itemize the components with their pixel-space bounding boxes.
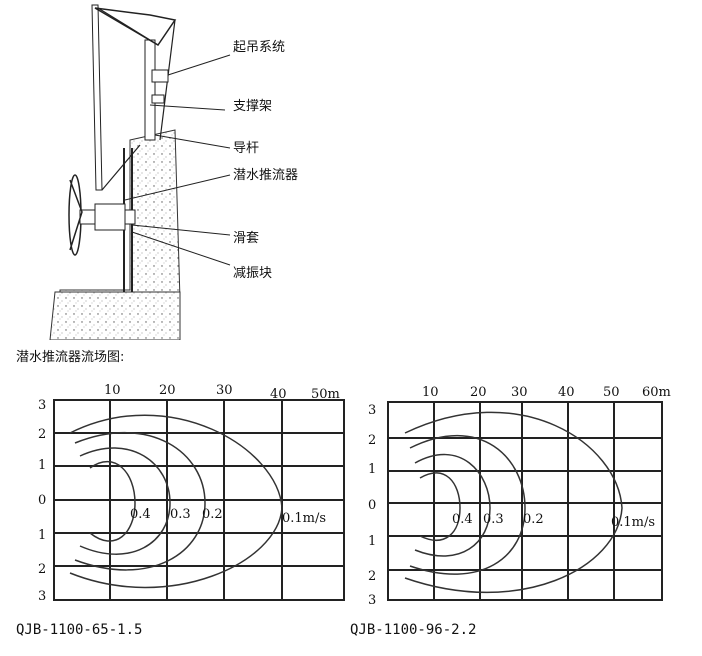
label-slide-sleeve: 滑套 — [233, 231, 260, 246]
y-tick: 1 — [38, 458, 46, 473]
label-lifting-system: 起吊系统 — [233, 40, 286, 55]
x-tick: 10 — [422, 385, 439, 400]
y-tick: 2 — [368, 569, 376, 584]
y-tick: 2 — [38, 427, 46, 442]
y-tick: 0 — [38, 493, 46, 508]
x-tick: 50m — [311, 387, 340, 402]
contour-label: 0.2 — [202, 507, 223, 522]
installation-drawing — [49, 4, 231, 340]
y-tick: 3 — [368, 593, 376, 608]
contour-label: 0.3 — [483, 512, 504, 527]
section-title: 潜水推流器流场图: — [16, 350, 125, 365]
x-tick: 10 — [104, 383, 121, 398]
y-tick: 2 — [368, 433, 376, 448]
y-tick: 3 — [38, 398, 46, 413]
label-guide-rod: 导杆 — [233, 141, 260, 156]
x-tick: 50 — [603, 385, 620, 400]
label-mixer: 潜水推流器 — [233, 168, 299, 183]
chart-1-caption: QJB-1100-65-1.5 — [16, 622, 143, 638]
flow-field-chart-1: 10 20 30 40 50m 3 2 1 0 1 2 3 0.4 0.3 0.… — [20, 378, 350, 610]
contour-label: 0.4 — [130, 507, 151, 522]
contour-label: 0.1m/s — [611, 515, 655, 530]
y-tick: 1 — [368, 534, 376, 549]
support-post — [144, 39, 156, 141]
y-tick: 0 — [368, 498, 376, 513]
y-tick: 2 — [38, 562, 46, 577]
contour-label: 0.1m/s — [282, 511, 326, 526]
x-tick: 30 — [216, 383, 233, 398]
contour-label: 0.4 — [452, 512, 473, 527]
x-tick: 20 — [470, 385, 487, 400]
label-support-frame: 支撑架 — [233, 99, 273, 114]
x-tick: 40 — [558, 385, 575, 400]
y-tick: 3 — [368, 403, 376, 418]
lifting-arm — [91, 4, 103, 191]
contour-label: 0.3 — [170, 507, 191, 522]
ground — [49, 291, 181, 340]
label-damping-block: 减振块 — [233, 266, 273, 281]
x-tick: 20 — [159, 383, 176, 398]
mixer-unit — [68, 174, 136, 256]
flow-field-chart-2: 10 20 30 40 50 60m 3 2 1 0 1 2 3 0.4 0.3… — [360, 378, 692, 610]
x-tick: 40 — [270, 387, 287, 402]
y-tick: 1 — [38, 528, 46, 543]
x-tick: 60m — [642, 385, 671, 400]
contour-label: 0.2 — [523, 512, 544, 527]
y-tick: 1 — [368, 462, 376, 477]
chart-2-caption: QJB-1100-96-2.2 — [350, 622, 477, 638]
x-tick: 30 — [511, 385, 528, 400]
y-tick: 3 — [38, 589, 46, 604]
